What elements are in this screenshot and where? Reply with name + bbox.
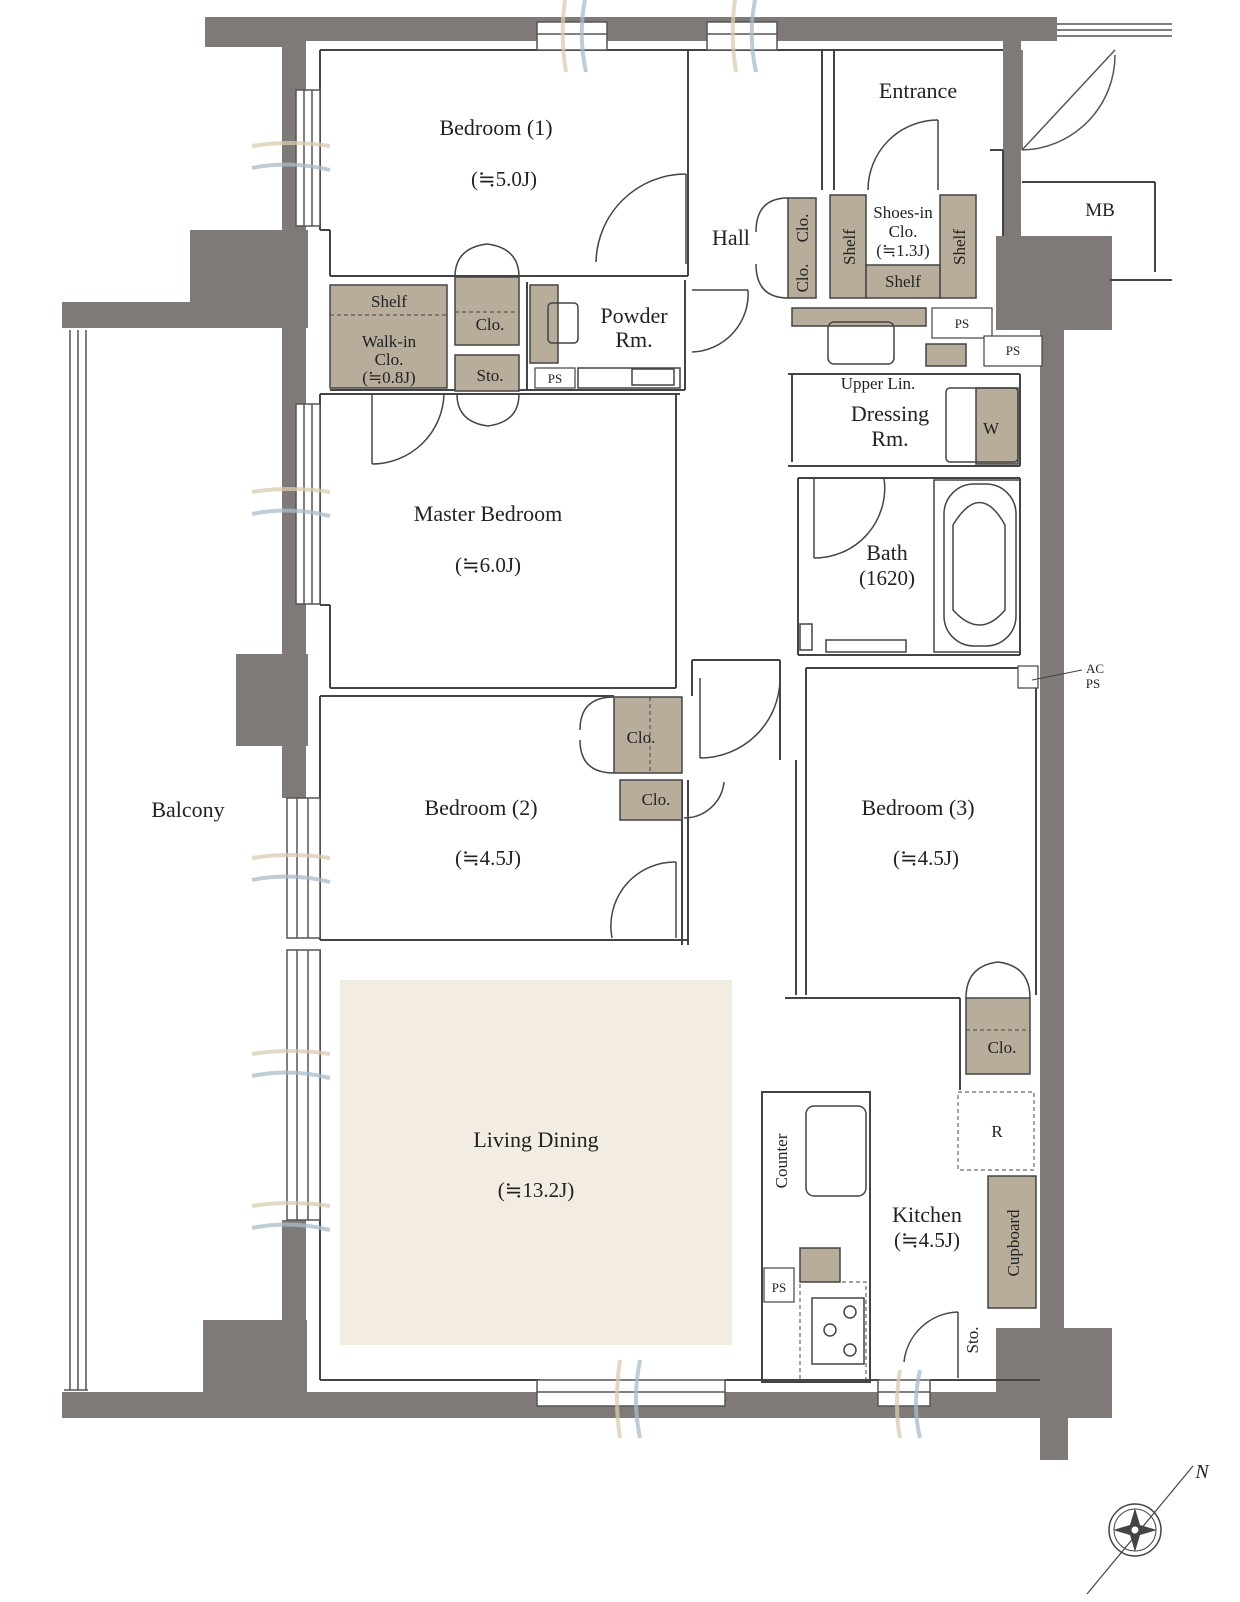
powder-room-line1: Powder bbox=[600, 303, 668, 328]
master-bedroom-name: Master Bedroom bbox=[414, 501, 562, 526]
shoes-closet-area: (≒1.3J) bbox=[876, 241, 929, 260]
bedroom3-name: Bedroom (3) bbox=[861, 795, 974, 820]
hall-name: Hall bbox=[712, 225, 750, 250]
ac-label: AC bbox=[1086, 661, 1104, 676]
upper-linen-label: Upper Lin. bbox=[841, 374, 916, 393]
shoes-shelf-bottom bbox=[865, 264, 941, 299]
shoes-shelf-right bbox=[939, 194, 977, 299]
shoes-closet-label-2: Clo. bbox=[889, 222, 918, 241]
storage-units bbox=[329, 194, 1037, 1309]
bed3-closet bbox=[965, 997, 1031, 1075]
ps-label-ac: PS bbox=[1086, 676, 1100, 691]
master-bedroom-area: (≒6.0J) bbox=[455, 553, 521, 577]
hall-closet-label-upper: Clo. bbox=[793, 214, 812, 243]
entry-door-frame bbox=[1021, 23, 1172, 151]
mb-label: MB bbox=[1085, 200, 1115, 221]
hall-closet-label-lower: Clo. bbox=[793, 264, 812, 293]
walkin-closet-area: (≒0.8J) bbox=[362, 368, 415, 387]
bedroom2-name: Bedroom (2) bbox=[424, 795, 537, 820]
walkin-closet-label-2: Clo. bbox=[375, 350, 404, 369]
dressing-room-line2: Rm. bbox=[871, 426, 908, 451]
storage-fill-strip bbox=[454, 354, 520, 392]
bedroom2-area: (≒4.5J) bbox=[455, 846, 521, 870]
kitchen-counter-fill bbox=[799, 1247, 841, 1283]
bedroom3-area: (≒4.5J) bbox=[893, 846, 959, 870]
door-swings bbox=[371, 119, 1031, 1378]
ac-leader-line bbox=[1031, 669, 1083, 681]
shoes-shelf-right-label: Shelf bbox=[950, 229, 969, 265]
bath-name: Bath bbox=[866, 540, 908, 565]
dressing-shelf-fill bbox=[791, 307, 927, 327]
shoes-shelf-left bbox=[829, 194, 867, 299]
bedroom1-name: Bedroom (1) bbox=[439, 115, 552, 140]
bedroom2-closet-label-lower: Clo. bbox=[642, 790, 671, 809]
storage-details bbox=[330, 311, 1035, 1381]
shoes-closet-label-1: Shoes-in bbox=[873, 203, 933, 222]
ps-label-dressing-1: PS bbox=[955, 316, 969, 331]
counter-label: Counter bbox=[772, 1133, 791, 1188]
entrance-name: Entrance bbox=[879, 78, 957, 103]
living-dining-name: Living Dining bbox=[473, 1127, 598, 1152]
kitchen-storage-label: Sto. bbox=[963, 1327, 982, 1354]
ps-label-dressing-2: PS bbox=[1006, 343, 1020, 358]
walkin-closet-label-1: Walk-in bbox=[362, 332, 417, 351]
cupboard-label: Cupboard bbox=[1004, 1209, 1023, 1277]
bed2-closet-lower bbox=[619, 779, 683, 821]
living-dining-fill bbox=[340, 980, 732, 1345]
ps-label-powder: PS bbox=[548, 371, 562, 386]
bedroom3-closet-label: Clo. bbox=[988, 1038, 1017, 1057]
kitchen-cupboard bbox=[987, 1175, 1037, 1309]
washer-label: W bbox=[983, 419, 1000, 438]
balcony-railing bbox=[64, 330, 88, 1391]
fridge-label: R bbox=[991, 1122, 1003, 1141]
window-air-marks bbox=[251, 0, 922, 1439]
hall-closet-fill bbox=[787, 197, 817, 299]
bed2-closet-upper bbox=[613, 696, 683, 774]
balcony-name: Balcony bbox=[151, 797, 224, 822]
shoes-shelf-bottom-label: Shelf bbox=[885, 272, 921, 291]
closet-fill-strip bbox=[454, 276, 520, 346]
utility-boxes bbox=[534, 307, 1043, 1303]
fixtures bbox=[547, 302, 1021, 1365]
shoes-shelf-left-label: Shelf bbox=[840, 229, 859, 265]
ps-label-kitchen: PS bbox=[772, 1280, 786, 1295]
walkin-shelf-label: Shelf bbox=[371, 292, 407, 311]
compass-rose-icon bbox=[1086, 1465, 1194, 1595]
living-dining-area: (≒13.2J) bbox=[498, 1178, 575, 1202]
windows bbox=[286, 21, 931, 1407]
kitchen-name: Kitchen bbox=[892, 1202, 962, 1227]
dressing-room-line1: Dressing bbox=[851, 401, 929, 426]
compass-north-label: N bbox=[1194, 1461, 1210, 1483]
storage-label-hallway: Sto. bbox=[477, 366, 504, 385]
bedroom1-area: (≒5.0J) bbox=[471, 167, 537, 191]
dressing-small-fill bbox=[925, 343, 967, 367]
walkin-closet-fill bbox=[329, 284, 448, 389]
powder-room-line2: Rm. bbox=[615, 327, 652, 352]
powder-shelf-fill bbox=[529, 284, 559, 364]
kitchen-area: (≒4.5J) bbox=[894, 1228, 960, 1252]
closet-label-bedroom1: Clo. bbox=[476, 315, 505, 334]
bath-size: (1620) bbox=[859, 566, 915, 590]
washer-fill bbox=[975, 387, 1019, 465]
bedroom2-closet-label-upper: Clo. bbox=[627, 728, 656, 747]
